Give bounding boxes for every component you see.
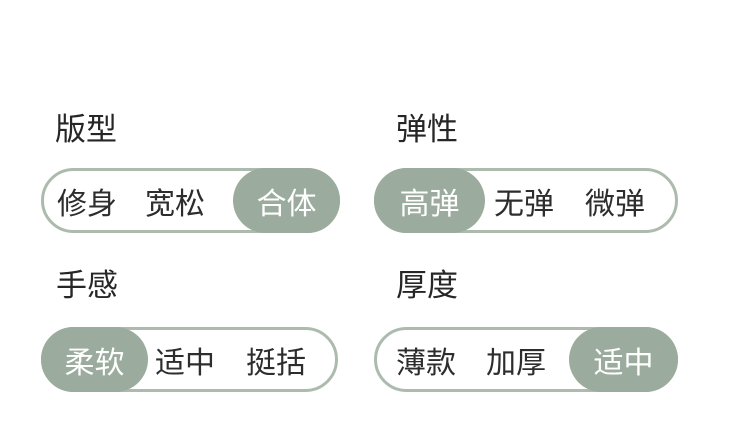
elasticity-option-no-stretch[interactable]: 无弹 — [494, 186, 554, 222]
hand-feel-option-crisp[interactable]: 挺括 — [246, 345, 306, 381]
fit-options-pill: 修身 宽松 合体 — [41, 168, 340, 233]
thickness-option-thin[interactable]: 薄款 — [396, 345, 456, 381]
hand-feel-label: 手感 — [56, 268, 118, 304]
thickness-option-medium-selected[interactable]: 适中 — [569, 327, 678, 392]
fit-option-slim[interactable]: 修身 — [57, 186, 117, 222]
elasticity-option-slight-stretch[interactable]: 微弹 — [585, 186, 645, 222]
elasticity-options-pill: 高弹 无弹 微弹 — [374, 168, 678, 233]
thickness-label: 厚度 — [396, 268, 458, 304]
hand-feel-option-medium[interactable]: 适中 — [155, 345, 215, 381]
hand-feel-option-soft-selected[interactable]: 柔软 — [41, 327, 148, 392]
fit-option-loose[interactable]: 宽松 — [145, 186, 205, 222]
thickness-options-pill: 薄款 加厚 适中 — [374, 327, 678, 392]
hand-feel-options-pill: 柔软 适中 挺括 — [41, 327, 338, 392]
elasticity-option-high-stretch-selected[interactable]: 高弹 — [374, 168, 485, 233]
elasticity-label: 弹性 — [396, 112, 458, 148]
thickness-option-thick[interactable]: 加厚 — [486, 345, 546, 381]
fit-option-fitted-selected[interactable]: 合体 — [233, 168, 340, 233]
fit-label: 版型 — [55, 112, 117, 148]
